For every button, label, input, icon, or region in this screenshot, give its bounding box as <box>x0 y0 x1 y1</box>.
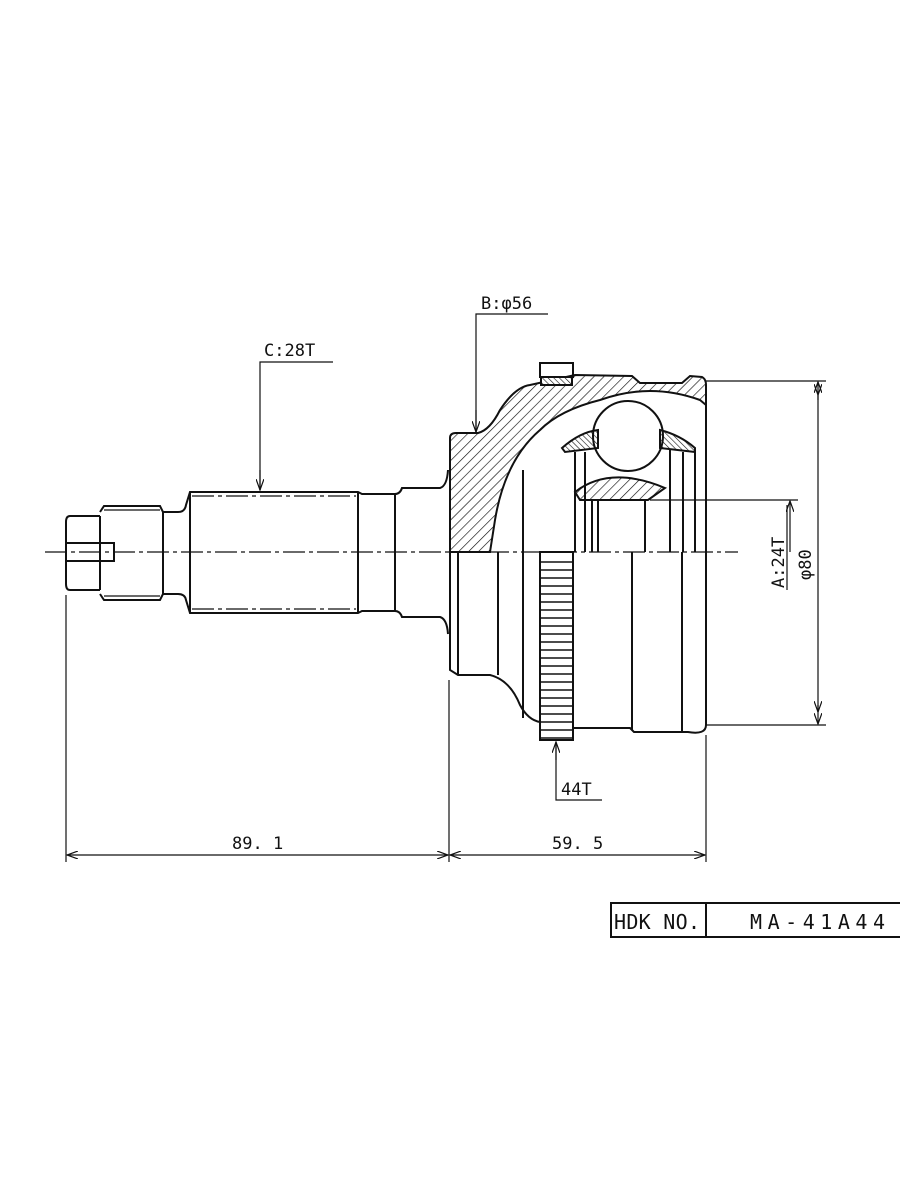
abs-teeth-label: 44T <box>561 780 592 800</box>
part-number: MA-41A44 <box>750 910 885 934</box>
spline-a-label: A:24T <box>769 537 789 588</box>
shaft <box>65 469 449 635</box>
dimension-outer-diameter: φ80 <box>706 380 826 726</box>
length-shaft-label: 89. 1 <box>232 834 283 854</box>
hdk-no-label: HDK NO. <box>614 910 700 934</box>
outer-diameter-label: φ80 <box>796 549 816 580</box>
leader-spline-c: C:28T <box>260 341 333 490</box>
abs-ring <box>539 551 574 741</box>
title-block: HDK NO. MA-41A44 <box>610 902 900 938</box>
housing-outer <box>449 551 707 741</box>
leader-spline-b: B:φ56 <box>476 294 548 432</box>
dimension-lengths: 89. 1 59. 5 <box>65 595 707 862</box>
spline-c-label: C:28T <box>264 341 315 361</box>
leader-abs-teeth: 44T <box>556 742 602 801</box>
dimension-spline-a: A:24T <box>650 499 798 590</box>
length-housing-label: 59. 5 <box>552 834 603 854</box>
housing-section <box>449 362 707 553</box>
spline-b-label: B:φ56 <box>481 294 532 314</box>
